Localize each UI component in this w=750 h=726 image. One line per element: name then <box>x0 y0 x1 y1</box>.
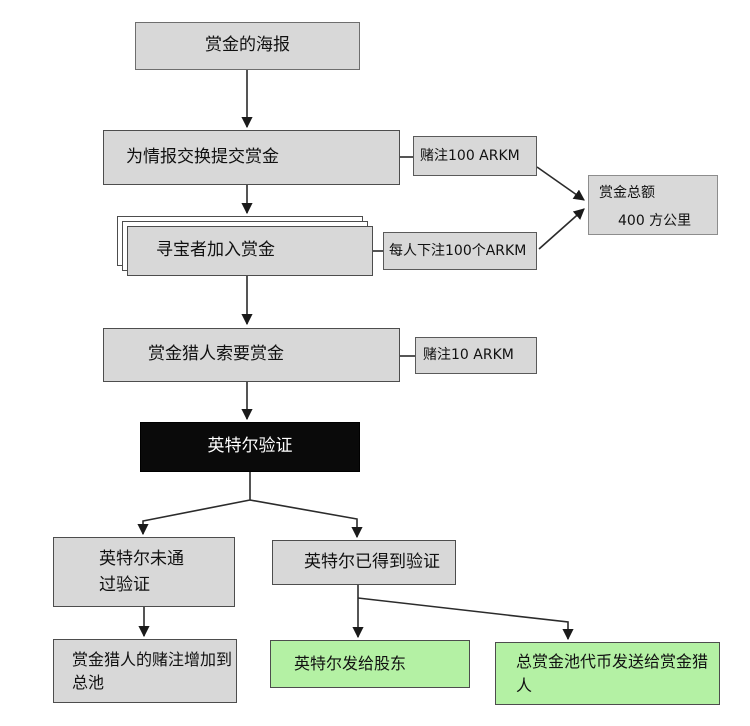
node-bounty-poster: 赏金的海报 <box>135 22 360 70</box>
arrow-verify-to-notverified <box>137 472 251 536</box>
node-intel-sent-to-stakers: 英特尔发给股东 <box>270 640 470 688</box>
node-intel-verified-label: 英特尔已得到验证 <box>304 551 440 572</box>
node-stake-10: 赌注10 ARKM <box>415 337 537 374</box>
node-intel-not-verified: 英特尔未通过验证 <box>53 537 235 607</box>
arrow-stake100-to-total <box>536 166 585 201</box>
node-stake-100-label: 赌注100 ARKM <box>420 147 520 164</box>
node-pool-sent-to-hunter-label: 总赏金池代币发送给赏金猎人 <box>516 652 709 695</box>
node-intel-verification-label: 英特尔验证 <box>207 436 293 457</box>
node-hunters-join: 寻宝者加入赏金 <box>127 226 373 276</box>
bounty-total-value: 400 方公里 <box>618 213 692 229</box>
node-intel-verification: 英特尔验证 <box>140 422 360 472</box>
node-each-stake-100: 每人下注100个ARKM <box>383 232 537 270</box>
node-submit-bounty-label: 为情报交换提交赏金 <box>126 146 279 167</box>
node-pool-sent-to-hunter: 总赏金池代币发送给赏金猎人 <box>495 642 720 705</box>
arrow-eachstake-to-total <box>538 208 585 250</box>
arrow-verified-to-hunterpool <box>357 597 574 641</box>
node-stake-100: 赌注100 ARKM <box>413 136 537 176</box>
node-bounty-poster-label: 赏金的海报 <box>205 35 290 56</box>
node-stake-added-to-pool-label: 赏金猎人的赌注增加到总池 <box>72 649 233 692</box>
node-hunters-join-label: 寻宝者加入赏金 <box>156 240 275 261</box>
node-each-stake-100-label: 每人下注100个ARKM <box>389 242 527 259</box>
node-hunter-claims-label: 赏金猎人索要赏金 <box>148 344 284 365</box>
node-bounty-total: 赏金总额 400 方公里 <box>588 175 718 235</box>
node-stake-10-label: 赌注10 ARKM <box>423 347 514 363</box>
node-stake-added-to-pool: 赏金猎人的赌注增加到总池 <box>53 639 237 703</box>
bounty-total-title: 赏金总额 <box>599 185 655 201</box>
node-intel-not-verified-label: 英特尔未通过验证 <box>99 548 184 595</box>
node-hunter-claims: 赏金猎人索要赏金 <box>103 328 400 382</box>
node-intel-verified: 英特尔已得到验证 <box>272 540 456 585</box>
node-submit-bounty: 为情报交换提交赏金 <box>103 130 400 185</box>
node-intel-sent-to-stakers-label: 英特尔发给股东 <box>294 654 407 673</box>
arrow-verify-to-verified <box>249 499 363 539</box>
